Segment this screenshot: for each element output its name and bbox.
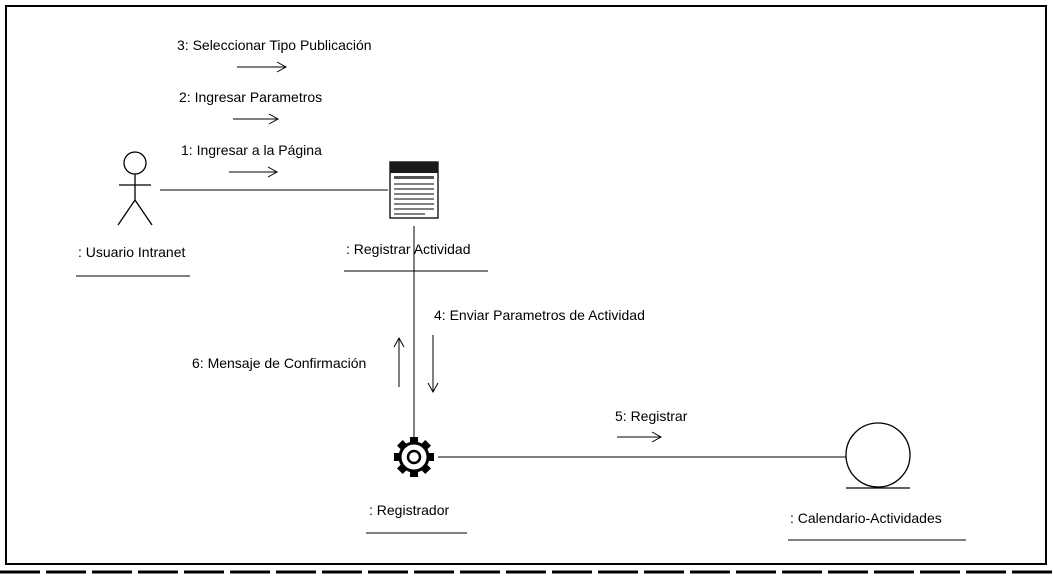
boundary-form-icon — [389, 161, 439, 219]
message-5-label: 5: Registrar — [615, 408, 688, 424]
gear-control-icon — [394, 437, 434, 477]
message-3-label: 3: Seleccionar Tipo Publicación — [177, 37, 372, 53]
actor-label-registrador: : Registrador — [369, 502, 449, 518]
message-1-arrow-icon — [229, 166, 279, 178]
message-3-arrow-icon — [237, 61, 288, 73]
actor-label-registrar: : Registrar Actividad — [346, 241, 471, 257]
message-4-arrow-icon — [427, 335, 439, 394]
message-6-label: 6: Mensaje de Confirmación — [192, 355, 366, 371]
message-4-label: 4: Enviar Parametros de Actividad — [434, 307, 645, 323]
message-5-arrow-icon — [617, 431, 663, 443]
message-2-arrow-icon — [233, 113, 280, 125]
message-6-arrow-icon — [393, 336, 405, 387]
actor-label-usuario: : Usuario Intranet — [78, 244, 185, 260]
stick-figure-actor-icon — [117, 151, 153, 226]
diagram-border — [5, 5, 1047, 565]
message-1-label: 1: Ingresar a la Página — [181, 142, 322, 158]
message-2-label: 2: Ingresar Parametros — [179, 89, 322, 105]
entity-circle-icon — [845, 422, 911, 489]
actor-label-calendario: : Calendario-Actividades — [790, 510, 942, 526]
